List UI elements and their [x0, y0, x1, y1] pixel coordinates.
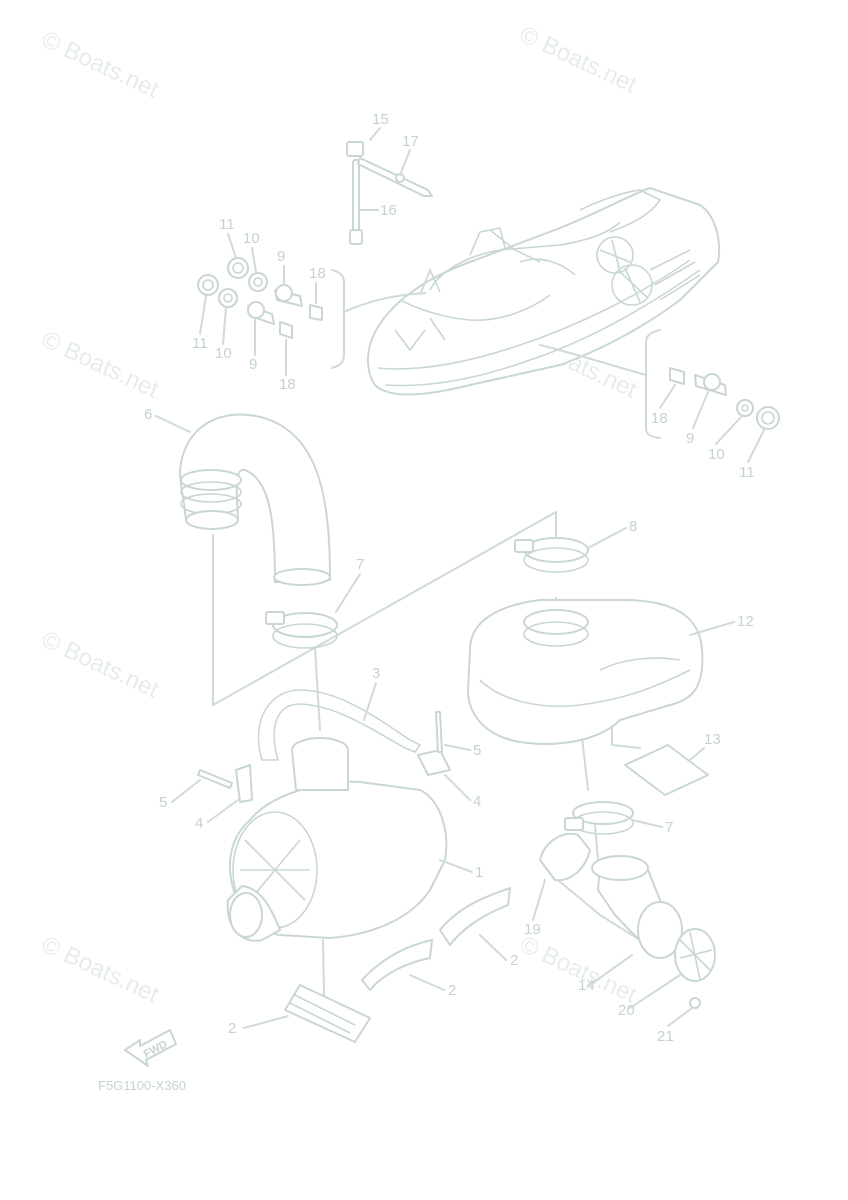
hose-clamps: [265, 537, 634, 835]
watermark: © Boats.net: [37, 326, 163, 404]
callout-number: 10: [243, 230, 260, 247]
main-silencer: [226, 737, 448, 942]
callout-number: 5: [473, 742, 481, 759]
callout-number: 16: [380, 202, 397, 219]
strap-assembly: [346, 141, 433, 245]
plate-part: [624, 744, 709, 796]
callout-number: 8: [629, 518, 637, 535]
outlet-assembly: [539, 832, 716, 1009]
watermark: © Boats.net: [515, 931, 641, 1009]
callout-number: 11: [219, 216, 235, 233]
callout-number: 10: [708, 446, 725, 463]
callout-number: 19: [524, 921, 541, 938]
callout-number: 4: [195, 815, 203, 832]
callout-number: 7: [665, 819, 673, 836]
callout-number: 7: [356, 556, 364, 573]
watermark: © Boats.net: [37, 26, 163, 104]
leader-lines: [212, 269, 661, 996]
elbow-hose: [179, 413, 331, 586]
callout-labels: 15 17 16 11 10 9 18 11 10 9 18 18 9 10 1…: [144, 111, 755, 1045]
drain-plug-group-left: [197, 257, 323, 339]
band-strap: [257, 689, 422, 761]
callout-number: 21: [657, 1028, 674, 1045]
forward-arrow-icon: FWD: [124, 1029, 177, 1067]
callout-number: 4: [473, 793, 481, 810]
bracket-screws: [197, 711, 451, 803]
callout-number: 2: [448, 982, 456, 999]
resonator-box: [467, 599, 704, 745]
callout-number: 2: [228, 1020, 236, 1037]
callout-number: 17: [402, 133, 419, 150]
callout-number: 18: [309, 265, 326, 282]
drain-plug-group-right: [669, 367, 780, 430]
callout-number: 9: [249, 356, 257, 373]
callout-number: 9: [277, 248, 285, 265]
callout-number: 11: [739, 464, 755, 481]
callout-number: 2: [510, 952, 518, 969]
diagram-code: F5G1100-X360: [98, 1078, 186, 1093]
watercraft-illustration: [366, 187, 721, 396]
callout-number: 20: [618, 1002, 635, 1019]
callout-number: 13: [704, 731, 721, 748]
callout-number: 12: [737, 613, 754, 630]
fwd-label: FWD: [142, 1038, 170, 1060]
callout-number: 15: [372, 111, 389, 128]
callout-number: 5: [159, 794, 167, 811]
callout-number: 11: [192, 335, 208, 352]
callout-number: 18: [651, 410, 668, 427]
callout-leaders: [155, 127, 765, 1029]
callout-number: 14: [578, 977, 595, 994]
callout-number: 9: [686, 430, 694, 447]
callout-number: 18: [279, 376, 296, 393]
heat-shields: [284, 887, 511, 1043]
callout-number: 3: [372, 665, 380, 682]
callout-number: 1: [475, 864, 483, 881]
callout-number: 6: [144, 406, 152, 423]
callout-number: 10: [215, 345, 232, 362]
watermark: © Boats.net: [37, 931, 163, 1009]
watermark: © Boats.net: [515, 21, 641, 99]
watermark: © Boats.net: [37, 626, 163, 704]
